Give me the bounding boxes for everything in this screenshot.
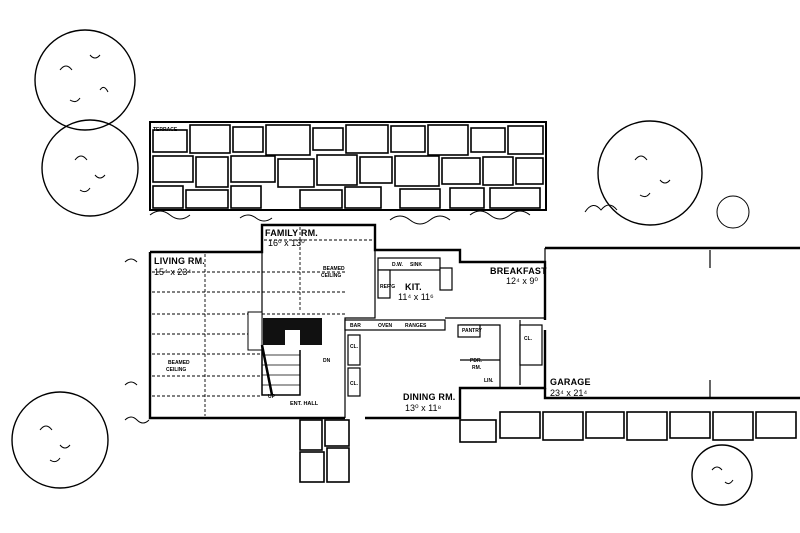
family-room-name: FAMILY RM. xyxy=(265,228,318,238)
stair-up-label: UP xyxy=(268,394,276,400)
room-labels: LIVING RM. 15⁴ x 23⁴ FAMILY RM. 16⁰ x 13… xyxy=(154,228,591,413)
closets xyxy=(347,324,543,397)
tree-top-left xyxy=(34,29,136,131)
beamed-ceiling-living xyxy=(152,227,373,416)
pantry-label: PANTRY xyxy=(462,328,483,334)
sink-label: SINK xyxy=(410,262,422,268)
beamed-living-1: BEAMED xyxy=(168,360,190,366)
fireplace xyxy=(247,311,322,351)
planting-strip xyxy=(124,210,531,424)
closet-label-3: CL. xyxy=(524,336,533,342)
tree-left-upper xyxy=(41,119,139,217)
front-walk xyxy=(299,411,797,483)
shrub-right xyxy=(584,195,750,229)
closet-label-2: CL. xyxy=(350,381,359,387)
powder-room-label-1: PDR. xyxy=(470,358,483,364)
entry-hall-label: ENT. HALL xyxy=(290,401,319,407)
closet-label-1: CL. xyxy=(350,344,359,350)
oven-label: OVEN xyxy=(378,323,393,329)
ranges-label: RANGES xyxy=(405,323,427,329)
kitchen-counters xyxy=(344,257,481,338)
tree-right xyxy=(597,120,703,226)
beamed-family-1: BEAMED xyxy=(323,266,345,272)
stair-down-label: DN xyxy=(323,358,331,364)
family-room-dim: 16⁰ x 13⁰ xyxy=(268,238,305,248)
living-room-dim: 15⁴ x 23⁴ xyxy=(154,267,191,277)
garage xyxy=(543,246,800,400)
dining-room-name: DINING RM. xyxy=(403,392,456,402)
garage-name: GARAGE xyxy=(550,377,591,387)
stair xyxy=(260,344,301,396)
bar-label: BAR xyxy=(350,323,361,329)
breakfast-dim: 12⁴ x 9⁰ xyxy=(506,276,538,286)
breakfast-name: BREAKFAST xyxy=(490,266,547,276)
beamed-living-2: CEILING xyxy=(166,367,186,373)
kitchen-dim: 11⁴ x 11⁶ xyxy=(398,292,434,302)
terrace: TERRACE xyxy=(149,121,547,211)
powder-room-label-2: RM. xyxy=(472,365,482,371)
living-room-name: LIVING RM. xyxy=(154,256,205,266)
dishwasher-label: D.W. xyxy=(392,262,403,268)
tree-bottom-right xyxy=(691,444,753,506)
linen-label: LIN. xyxy=(484,378,494,384)
tree-bottom-left xyxy=(11,391,109,489)
beamed-family-2: CEILING xyxy=(321,273,341,279)
terrace-label: TERRACE xyxy=(153,127,178,133)
garage-dim: 23⁴ x 21⁴ xyxy=(550,388,587,398)
refrigerator-label: REF'G xyxy=(380,284,395,290)
dining-room-dim: 13⁰ x 11⁸ xyxy=(405,403,441,413)
kitchen-name: KIT. xyxy=(405,282,422,292)
